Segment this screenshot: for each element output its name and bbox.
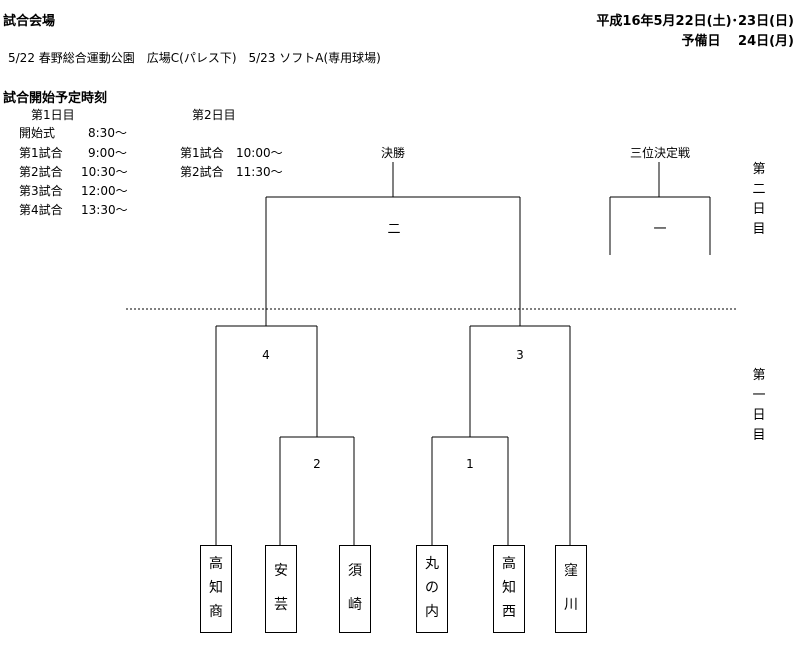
side-char: 二	[752, 182, 766, 197]
day1-row-name: 第4試合	[19, 203, 63, 217]
team-box-susaki: 須 崎	[339, 545, 371, 633]
venue-title: 試合会場	[3, 14, 56, 29]
team-char: 商	[209, 604, 223, 620]
day2-row-time: 10:00～	[236, 146, 283, 160]
game-number-3: 3	[516, 348, 524, 362]
side-char: 一	[752, 388, 766, 403]
team-char: 須	[348, 563, 362, 579]
team-char: 芸	[274, 597, 288, 613]
third-game-number: 一	[653, 222, 667, 237]
side-char: 日	[752, 202, 766, 217]
team-box-aki: 安 芸	[265, 545, 297, 633]
game-number-2: 2	[313, 457, 321, 471]
team-char: 高	[209, 556, 223, 572]
team-char: 崎	[348, 597, 362, 613]
final-label: 決勝	[381, 146, 406, 160]
day1-row-name: 第2試合	[19, 165, 63, 179]
day2-row-name: 第1試合	[180, 146, 224, 160]
day1-row-time: 12:00～	[81, 184, 128, 198]
team-char: 高	[502, 556, 516, 572]
day2-row-name: 第2試合	[180, 165, 224, 179]
team-box-kochi-nishi: 高 知 西	[493, 545, 525, 633]
schedule-title: 試合開始予定時刻	[3, 91, 108, 106]
game-number-1: 1	[466, 457, 474, 471]
team-char: 知	[209, 580, 223, 596]
day1-row-time: 13:30～	[81, 203, 128, 217]
day2-side-label: 第 二 日 目	[751, 160, 767, 240]
game-number-4: 4	[262, 348, 270, 362]
team-char: 窪	[564, 563, 578, 579]
team-box-marunouchi: 丸 の 内	[416, 545, 448, 633]
team-char: 西	[502, 604, 516, 620]
day2-label: 第2日目	[192, 108, 236, 122]
day1-side-label: 第 一 日 目	[751, 366, 767, 446]
day1-label: 第1日目	[31, 108, 75, 122]
day1-row-time: 8:30～	[88, 126, 127, 140]
venue-details: 5/22 春野総合運動公園 広場C(パレス下) 5/23 ソフトA(専用球場)	[8, 51, 381, 65]
day1-row-name: 開始式	[19, 126, 56, 140]
team-box-kubokawa: 窪 川	[555, 545, 587, 633]
day2-row-time: 11:30～	[236, 165, 283, 179]
reserve-date: 予備日 24日(月)	[681, 34, 795, 49]
final-game-number: 二	[387, 222, 401, 237]
day1-row-name: 第1試合	[19, 146, 63, 160]
side-char: 目	[752, 428, 766, 443]
day1-row-time: 9:00～	[88, 146, 127, 160]
team-char: 安	[274, 563, 288, 579]
side-char: 第	[752, 162, 766, 177]
team-box-kochi-sho: 高 知 商	[200, 545, 232, 633]
team-char: 内	[425, 604, 439, 620]
team-char: 丸	[425, 556, 439, 572]
team-char: 知	[502, 580, 516, 596]
side-char: 目	[752, 222, 766, 237]
team-char: の	[425, 580, 439, 596]
tournament-dates: 平成16年5月22日(土)･23日(日)	[596, 14, 794, 29]
day1-row-name: 第3試合	[19, 184, 63, 198]
third-place-label: 三位決定戦	[630, 146, 691, 160]
side-char: 第	[752, 368, 766, 383]
side-char: 日	[752, 408, 766, 423]
day1-row-time: 10:30～	[81, 165, 128, 179]
team-char: 川	[564, 597, 578, 613]
